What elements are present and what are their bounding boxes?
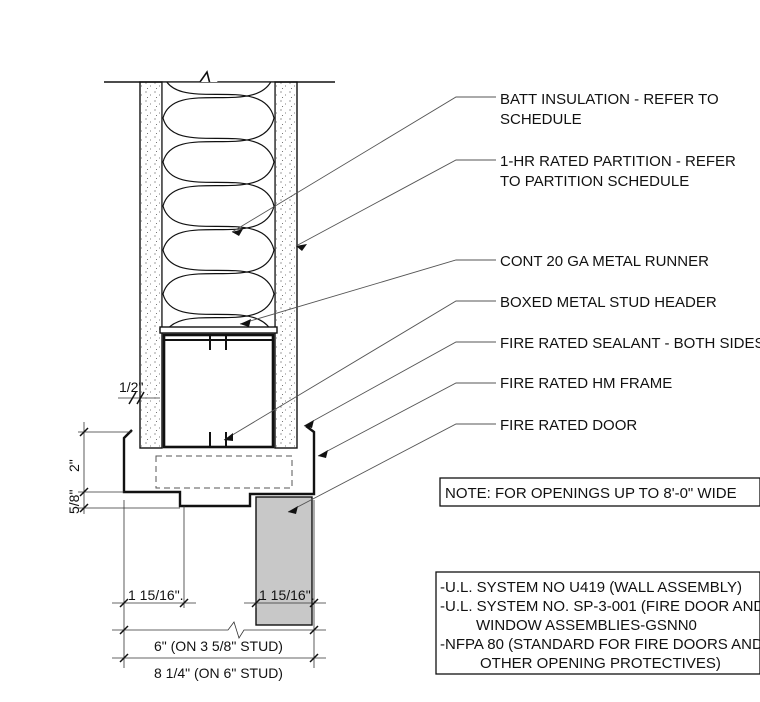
batt-insulation bbox=[162, 82, 275, 329]
gypsum-board-right bbox=[274, 81, 298, 449]
dimension-half-inch: 1/2" bbox=[118, 379, 160, 405]
reference-line-2: -U.L. SYSTEM NO. SP-3-001 (FIRE DOOR AND bbox=[440, 598, 760, 615]
references-box: -U.L. SYSTEM NO U419 (WALL ASSEMBLY) -U.… bbox=[435, 571, 760, 675]
dim-label-two-inch: 2" bbox=[66, 459, 82, 472]
callout-partition-line2: TO PARTITION SCHEDULE bbox=[500, 173, 689, 190]
reference-line-3: WINDOW ASSEMBLIES-GSNN0 bbox=[476, 617, 697, 634]
callout-labels: BATT INSULATION - REFER TO SCHEDULE 1-HR… bbox=[500, 91, 760, 434]
dimension-right-width: 1 15/16". bbox=[244, 587, 326, 608]
metal-runner bbox=[159, 326, 278, 334]
dim-label-right-width: 1 15/16". bbox=[259, 587, 315, 603]
dimension-overall-large: 8 1/4" (ON 6" STUD) bbox=[112, 653, 326, 681]
reference-line-4: -NFPA 80 (STANDARD FOR FIRE DOORS AND bbox=[440, 636, 760, 653]
callout-partition-line1: 1-HR RATED PARTITION - REFER bbox=[500, 153, 736, 170]
reference-line-5: OTHER OPENING PROTECTIVES) bbox=[480, 655, 721, 672]
dimension-vertical: 2" 5/8" bbox=[66, 422, 180, 514]
callout-door: FIRE RATED DOOR bbox=[500, 417, 637, 434]
boxed-stud-header bbox=[162, 333, 275, 449]
hm-frame bbox=[122, 425, 316, 508]
dim-label-half-inch: 1/2" bbox=[119, 379, 143, 395]
callout-metal-runner: CONT 20 GA METAL RUNNER bbox=[500, 253, 709, 270]
dimension-left-width: 1 15/16". bbox=[112, 587, 196, 608]
dim-label-five-eighths: 5/8" bbox=[66, 490, 82, 514]
dimension-overall-small: 6" (ON 3 5/8" STUD) bbox=[112, 621, 326, 654]
dim-label-overall-large: 8 1/4" (ON 6" STUD) bbox=[154, 665, 283, 681]
callout-hm-frame: FIRE RATED HM FRAME bbox=[500, 375, 672, 392]
note-box-text: NOTE: FOR OPENINGS UP TO 8'-0" WIDE bbox=[445, 485, 737, 502]
callout-batt-insulation-line1: BATT INSULATION - REFER TO bbox=[500, 91, 719, 108]
leader-lines bbox=[223, 96, 496, 514]
callout-sealant: FIRE RATED SEALANT - BOTH SIDES bbox=[500, 335, 760, 352]
dim-label-left-width: 1 15/16". bbox=[128, 587, 184, 603]
frame-hidden-outline bbox=[155, 455, 293, 489]
callout-stud-header: BOXED METAL STUD HEADER bbox=[500, 294, 717, 311]
callout-batt-insulation-line2: SCHEDULE bbox=[500, 111, 582, 128]
note-box: NOTE: FOR OPENINGS UP TO 8'-0" WIDE bbox=[439, 477, 760, 507]
reference-line-1: -U.L. SYSTEM NO U419 (WALL ASSEMBLY) bbox=[440, 579, 742, 596]
fire-rated-door bbox=[255, 496, 313, 626]
dim-label-overall-small: 6" (ON 3 5/8" STUD) bbox=[154, 638, 283, 654]
